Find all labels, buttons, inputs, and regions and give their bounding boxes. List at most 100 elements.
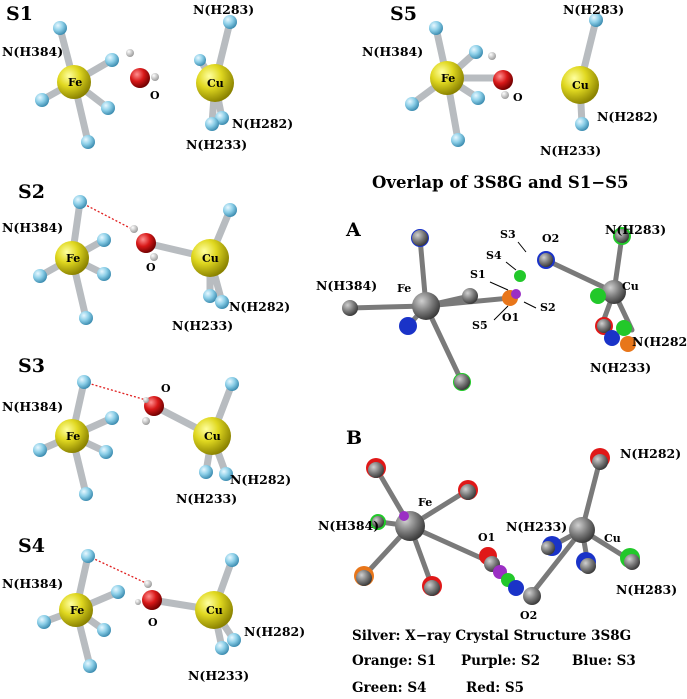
residue-label-h282: N(H282) <box>229 299 290 314</box>
copper-atom <box>191 239 229 277</box>
panel-label: S3 <box>18 355 45 377</box>
panel-label: A <box>345 219 361 241</box>
fe-complex: Fe <box>35 21 119 149</box>
hydrogen-bond <box>87 555 149 585</box>
oxygen-label: O <box>148 616 158 629</box>
panel-s4: S4 Fe N(H384) O <box>2 535 305 683</box>
cu-complex: Cu <box>194 15 237 131</box>
fe-label: Fe <box>68 76 82 89</box>
residue-label-h282: N(H282) <box>620 446 681 461</box>
s4-label: S4 <box>486 249 502 262</box>
oxygen-label: O <box>150 89 160 102</box>
residue-label-h282: N(H282) <box>597 109 658 124</box>
fe-label: Fe <box>441 72 455 85</box>
panel-s2: S2 Fe N(H384) O <box>2 181 290 333</box>
o2-label: O2 <box>520 609 537 622</box>
water-molecule: O <box>126 49 160 102</box>
residue-label-h233: N(H233) <box>186 137 247 152</box>
iron-atom <box>59 593 93 627</box>
residue-label-h384: N(H384) <box>2 44 63 59</box>
oxygen-label: O <box>161 382 171 395</box>
cu-complex: Cu <box>193 377 239 481</box>
residue-label-h283: N(H283) <box>605 222 666 237</box>
residue-label-h282: N(H282) <box>230 472 291 487</box>
cu-complex: Cu <box>191 203 237 309</box>
residue-label-h233: N(H233) <box>172 318 233 333</box>
oxygen-atom <box>144 396 164 416</box>
legend-red: Red: S5 <box>466 680 524 696</box>
residue-label-h283: N(H283) <box>616 582 677 597</box>
residue-label-h233: N(H233) <box>590 360 651 375</box>
fe-overlap-atom <box>412 292 440 320</box>
panel-s1: S1 Fe N(H384) O <box>2 2 293 152</box>
residue-label-h233: N(H233) <box>188 668 249 683</box>
fe-complex: Fe <box>37 549 125 673</box>
s5-label: S5 <box>472 319 488 332</box>
fe-label: Fe <box>397 282 411 295</box>
fe-label: Fe <box>66 430 80 443</box>
color-legend: Silver: X−ray Crystal Structure 3S8G Ora… <box>352 628 636 696</box>
copper-atom <box>195 591 233 629</box>
overlap-title: Overlap of 3S8G and S1−S5 <box>372 173 629 192</box>
ligand-n-atom <box>53 21 67 35</box>
residue-label-h282: N(H282) <box>232 116 293 131</box>
oxygen-atom <box>136 233 156 253</box>
panel-label: S2 <box>18 181 45 203</box>
residue-label-h233: N(H233) <box>176 491 237 506</box>
iron-atom <box>55 419 89 453</box>
oxygen-atom <box>493 70 513 90</box>
legend-green: Green: S4 <box>352 680 426 696</box>
hydrogen-bond <box>79 201 131 229</box>
copper-atom <box>193 417 231 455</box>
panel-s3: S3 Fe N(H384) O <box>2 355 291 506</box>
cu-label: Cu <box>204 430 221 443</box>
ligand-n-atom <box>35 93 49 107</box>
o1-label: O1 <box>478 531 495 544</box>
overlap-panel-b: B N(H282) Fe N(H384) <box>318 427 681 622</box>
residue-label-h282: N(H282) <box>244 624 305 639</box>
legend-purple: Purple: S2 <box>461 653 540 669</box>
s2-label: S2 <box>540 301 556 314</box>
copper-atom <box>196 64 234 102</box>
fe-label: Fe <box>70 604 84 617</box>
cu-label: Cu <box>572 79 589 92</box>
cu-label: Cu <box>202 252 219 265</box>
cu-label: Cu <box>207 77 224 90</box>
cu-complex: Cu <box>195 553 241 655</box>
residue-label-h384: N(H384) <box>316 278 377 293</box>
residue-label-h233: N(H233) <box>506 519 567 534</box>
residue-label-h384: N(H384) <box>362 44 423 59</box>
o1-label: O1 <box>502 311 519 324</box>
oxygen-label: O <box>513 91 523 104</box>
cu-complex: Cu <box>561 13 603 131</box>
s1-label: S1 <box>470 268 486 281</box>
s3-label: S3 <box>500 228 516 241</box>
overlap-panel-a: A N(H283) O2 S3 S4 S <box>316 219 687 391</box>
fe-complex: Fe <box>33 195 111 325</box>
iron-atom <box>57 65 91 99</box>
ligand-n-atom <box>101 101 115 115</box>
residue-label-h384: N(H384) <box>2 220 63 235</box>
iron-atom <box>430 61 464 95</box>
o2-label: O2 <box>542 232 559 245</box>
legend-silver: Silver: X−ray Crystal Structure 3S8G <box>352 628 631 644</box>
ligand-n-atom <box>105 53 119 67</box>
cu-label: Cu <box>604 532 621 545</box>
residue-label-h282: N(H282) <box>632 334 687 349</box>
water-molecule: O <box>488 52 523 104</box>
fe-complex: Fe <box>33 375 119 501</box>
residue-label-h384: N(H384) <box>2 576 63 591</box>
fe-label: Fe <box>418 496 432 509</box>
copper-atom <box>561 66 599 104</box>
arrow-markers <box>489 241 537 321</box>
ligand-n-atom <box>81 135 95 149</box>
panel-label: B <box>346 427 362 449</box>
residue-label-h283: N(H283) <box>193 2 254 17</box>
panel-label: S4 <box>18 535 45 557</box>
cu-overlap-atom <box>602 280 626 304</box>
cu-overlap-atom <box>569 517 595 543</box>
fe-label: Fe <box>66 252 80 265</box>
iron-atom <box>55 241 89 275</box>
residue-label-h384: N(H384) <box>2 399 63 414</box>
